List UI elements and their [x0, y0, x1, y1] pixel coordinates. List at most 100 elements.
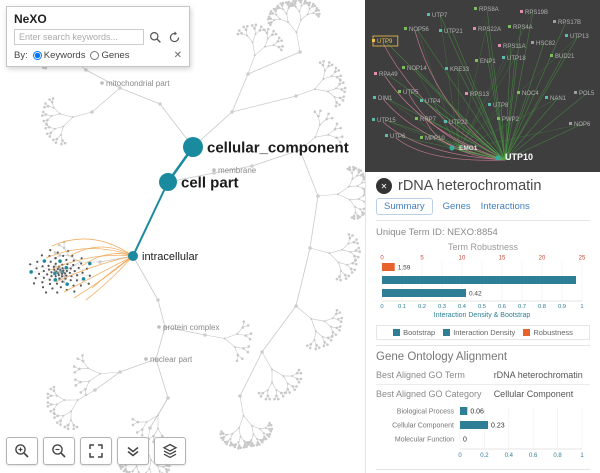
- keywords-radio-option[interactable]: Keywords: [32, 50, 86, 61]
- gene-node[interactable]: UTP6: [390, 134, 406, 140]
- gene-node[interactable]: UTP9: [377, 39, 393, 45]
- table-value: Cellular Component: [493, 389, 574, 399]
- go-alignment-title: Gene Ontology Alignment: [376, 345, 590, 363]
- gene-node[interactable]: UTP10: [505, 152, 533, 162]
- tab-summary[interactable]: Summary: [376, 198, 433, 215]
- gene-node[interactable]: RRP7: [420, 117, 437, 123]
- gene-node[interactable]: UTP15: [377, 118, 396, 124]
- gene-node[interactable]: KRE33: [450, 67, 470, 73]
- branch-label[interactable]: protein complex: [163, 323, 219, 332]
- reset-icon[interactable]: [166, 29, 182, 45]
- gene-node[interactable]: POL5: [579, 91, 595, 97]
- term-label[interactable]: cell part: [181, 174, 239, 191]
- gene-node[interactable]: RPS11A: [503, 44, 526, 50]
- tab-genes[interactable]: Genes: [442, 201, 471, 212]
- svg-text:0.1: 0.1: [398, 304, 406, 310]
- gene-node[interactable]: UTP21: [444, 29, 463, 35]
- gene-node[interactable]: RPA49: [379, 72, 398, 78]
- gene-node[interactable]: UTP22: [449, 120, 468, 126]
- gene-node[interactable]: UTP18: [507, 56, 526, 62]
- gene-node[interactable]: EMG1: [459, 145, 478, 152]
- interaction-network-pane[interactable]: UTP7 RPS8A RPS19B RPS17B NOP56 UTP21 RPS22A RPS…: [365, 0, 600, 172]
- gene-node[interactable]: UTP8: [493, 103, 509, 109]
- term-label[interactable]: intracellular: [142, 251, 199, 263]
- gene-node[interactable]: RPS22A: [478, 27, 501, 33]
- legend-item: Interaction Density: [443, 328, 515, 337]
- term-node-intracellular[interactable]: [128, 251, 138, 261]
- svg-text:0.42: 0.42: [469, 291, 482, 298]
- svg-text:0.2: 0.2: [418, 304, 426, 310]
- svg-text:1: 1: [580, 304, 583, 310]
- expand-levels-button[interactable]: [117, 437, 149, 465]
- interaction-network-canvas[interactable]: UTP7 RPS8A RPS19B RPS17B NOP56 UTP21 RPS22A RPS…: [365, 0, 600, 172]
- gene-node[interactable]: MPP10: [425, 136, 445, 142]
- gene-node[interactable]: NOP6: [574, 122, 591, 128]
- detail-tabs: Summary Genes Interactions: [376, 198, 590, 221]
- detail-header: ✕ rDNA heterochromatin: [376, 178, 590, 194]
- svg-text:0: 0: [380, 304, 383, 310]
- zoom-in-icon: [15, 444, 29, 458]
- genes-radio-label: Genes: [101, 50, 130, 61]
- gene-node[interactable]: RPS13: [470, 92, 490, 98]
- biological-process-title: Biological Process: [376, 469, 590, 473]
- keywords-radio[interactable]: [32, 51, 42, 60]
- close-term-button[interactable]: ✕: [376, 178, 392, 194]
- zoom-in-button[interactable]: [6, 437, 38, 465]
- svg-text:25: 25: [579, 256, 586, 262]
- alignment-table: Best Aligned GO Term rDNA heterochromati…: [376, 366, 590, 403]
- gene-node[interactable]: NAN1: [550, 96, 567, 102]
- gene-node[interactable]: RPS17B: [558, 20, 581, 26]
- gene-node[interactable]: RPS8A: [479, 7, 499, 13]
- zoom-out-button[interactable]: [43, 437, 75, 465]
- close-search-icon[interactable]: ✕: [173, 49, 182, 61]
- svg-text:0: 0: [463, 437, 467, 444]
- svg-text:5: 5: [420, 256, 424, 262]
- keywords-radio-label: Keywords: [43, 50, 86, 61]
- svg-text:0: 0: [458, 453, 462, 459]
- layers-icon: [162, 443, 178, 459]
- term-label[interactable]: cellular_component: [207, 139, 349, 156]
- term-node-cellular-component[interactable]: [183, 137, 203, 157]
- gene-node[interactable]: UTP4: [425, 99, 441, 105]
- svg-text:0.5: 0.5: [478, 304, 486, 310]
- svg-text:0.4: 0.4: [505, 453, 514, 459]
- gene-node[interactable]: DIM1: [378, 96, 393, 102]
- gene-node[interactable]: NOP14: [407, 66, 427, 72]
- layers-button[interactable]: [154, 437, 186, 465]
- genes-radio-option[interactable]: Genes: [90, 50, 129, 61]
- gene-node[interactable]: RPS4A: [513, 25, 533, 31]
- gene-node[interactable]: RPS19B: [525, 10, 548, 16]
- branch-label[interactable]: membrane: [218, 166, 257, 175]
- gene-node[interactable]: HSC82: [536, 41, 556, 47]
- gene-node[interactable]: NOP56: [409, 27, 429, 33]
- gene-node[interactable]: UTP5: [403, 90, 419, 96]
- legend-swatch: [523, 329, 531, 336]
- search-icon[interactable]: [147, 29, 163, 45]
- svg-text:0.6: 0.6: [529, 453, 538, 459]
- svg-text:0.9: 0.9: [558, 304, 566, 310]
- branch-label[interactable]: nuclear part: [150, 355, 193, 364]
- term-node-cell-part[interactable]: [159, 173, 177, 191]
- gene-node[interactable]: BUD21: [555, 54, 575, 60]
- genes-radio[interactable]: [90, 51, 100, 60]
- category-label: Molecular Function: [395, 437, 454, 444]
- gene-node[interactable]: UTP7: [432, 13, 448, 19]
- svg-text:0.7: 0.7: [518, 304, 526, 310]
- tab-interactions[interactable]: Interactions: [480, 201, 530, 212]
- branch-label[interactable]: mitochondrial part: [106, 79, 170, 88]
- gene-node[interactable]: UTP13: [570, 34, 589, 40]
- search-input[interactable]: [14, 29, 144, 45]
- table-row: Best Aligned GO Category Cellular Compon…: [376, 384, 590, 403]
- table-value: rDNA heterochromatin: [493, 370, 583, 380]
- gene-node[interactable]: PWP2: [502, 117, 520, 123]
- fit-to-screen-button[interactable]: [80, 437, 112, 465]
- gene-node[interactable]: NOC4: [522, 91, 539, 97]
- svg-text:0.8: 0.8: [538, 304, 546, 310]
- fit-to-screen-icon: [89, 444, 103, 458]
- gene-node[interactable]: ENP1: [480, 59, 496, 65]
